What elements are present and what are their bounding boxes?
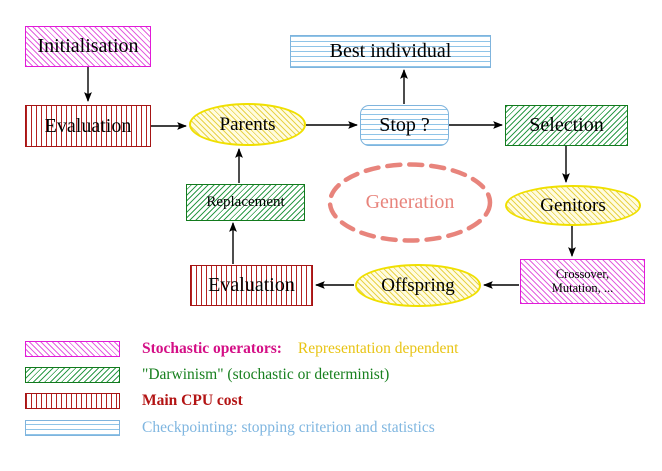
legend-label-representation: Representation dependent: [297, 340, 459, 358]
node-offspring-label: Offspring: [381, 274, 455, 296]
node-best-individual[interactable]: Best individual: [290, 35, 491, 68]
legend: Stochastic operators: Representation depe…: [0, 336, 662, 456]
node-evaluation-top-label: Evaluation: [44, 114, 132, 137]
node-replacement[interactable]: Replacement: [186, 184, 305, 221]
node-offspring[interactable]: Offspring: [355, 264, 481, 307]
node-initialisation[interactable]: Initialisation: [25, 26, 151, 67]
legend-text-stochastic: Stochastic operators: Representation depe…: [142, 341, 458, 357]
node-evaluation-bottom[interactable]: Evaluation: [190, 265, 313, 306]
node-selection-label: Selection: [529, 114, 604, 136]
node-crossover-label-line2: Mutation, ...: [551, 280, 614, 295]
node-stop-label: Stop ?: [379, 114, 430, 136]
legend-swatch-horizontal-blue: [25, 420, 120, 436]
node-generation-loop[interactable]: Generation: [327, 161, 493, 244]
node-best-individual-label: Best individual: [329, 40, 452, 62]
legend-label-checkpointing: Checkpointing: stopping criterion and st…: [142, 419, 435, 437]
legend-swatch-diagonal-magenta: [25, 341, 120, 357]
node-crossover-label-line1: Crossover,: [555, 267, 610, 282]
node-stop-decision[interactable]: Stop ?: [360, 105, 449, 146]
legend-row-darwinism: "Darwinism" (stochastic or determinist): [0, 362, 662, 388]
legend-row-checkpointing: Checkpointing: stopping criterion and st…: [0, 415, 662, 441]
node-crossover-mutation[interactable]: Crossover, Mutation, ...: [520, 259, 645, 304]
node-selection[interactable]: Selection: [505, 105, 628, 146]
legend-label-darwinism: "Darwinism" (stochastic or determinist): [142, 366, 390, 384]
legend-swatch-vertical-red: [25, 393, 120, 409]
legend-swatch-diagonal-green: [25, 367, 120, 383]
node-initialisation-label: Initialisation: [37, 35, 139, 57]
legend-label-cpu-cost: Main CPU cost: [142, 392, 243, 410]
node-parents-label: Parents: [219, 113, 276, 135]
node-generation-label: Generation: [365, 191, 455, 213]
node-evaluation-top[interactable]: Evaluation: [25, 105, 151, 147]
generation-dashed-ellipse-icon: [327, 162, 493, 243]
legend-row-cpu-cost: Main CPU cost: [0, 388, 662, 414]
legend-label-stochastic: Stochastic operators:: [142, 340, 282, 358]
node-parents[interactable]: Parents: [189, 103, 306, 146]
node-genitors-label: Genitors: [540, 194, 606, 216]
legend-row-stochastic: Stochastic operators: Representation depe…: [0, 336, 662, 362]
node-evaluation-bottom-label: Evaluation: [208, 274, 295, 296]
node-replacement-label: Replacement: [206, 193, 285, 210]
node-genitors[interactable]: Genitors: [505, 185, 641, 226]
